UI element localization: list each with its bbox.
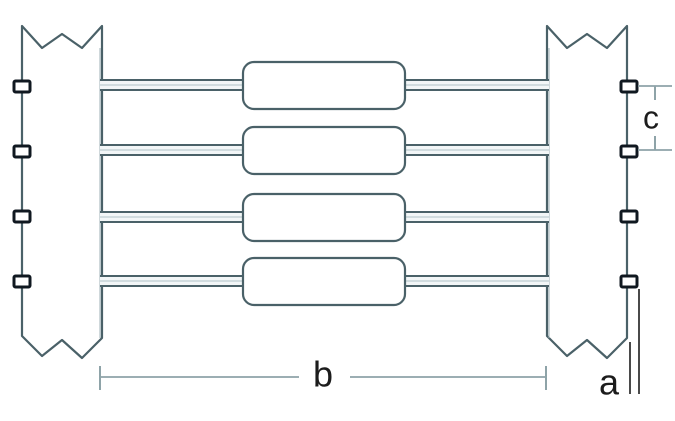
left-post-outline [20, 24, 104, 360]
rails-group [100, 79, 549, 287]
left-post [20, 24, 104, 360]
dimension-b-label: b [313, 354, 333, 395]
anchor-tick-icon [12, 79, 32, 94]
panel-4 [241, 256, 407, 307]
anchor-tick-icon [619, 144, 639, 159]
panels-group [241, 60, 407, 307]
dimension-a: a [599, 289, 640, 403]
dimension-a-label: a [599, 362, 620, 403]
right-post [545, 24, 629, 360]
dimension-b: b [99, 354, 547, 395]
panel-2 [241, 125, 407, 176]
anchor-tick-icon [12, 274, 32, 289]
panel-1 [241, 60, 407, 111]
anchor-tick-icon [12, 209, 32, 224]
right-post-outline [545, 24, 629, 360]
panel-3 [241, 192, 407, 243]
anchor-tick-icon [619, 79, 639, 94]
left-post-anchor-ticks [12, 79, 32, 289]
anchor-tick-icon [619, 274, 639, 289]
dimension-c: c [638, 85, 672, 151]
anchor-tick-icon [12, 144, 32, 159]
dimension-c-label: c [643, 99, 659, 135]
right-post-anchor-ticks [619, 79, 639, 289]
anchor-tick-icon [619, 209, 639, 224]
